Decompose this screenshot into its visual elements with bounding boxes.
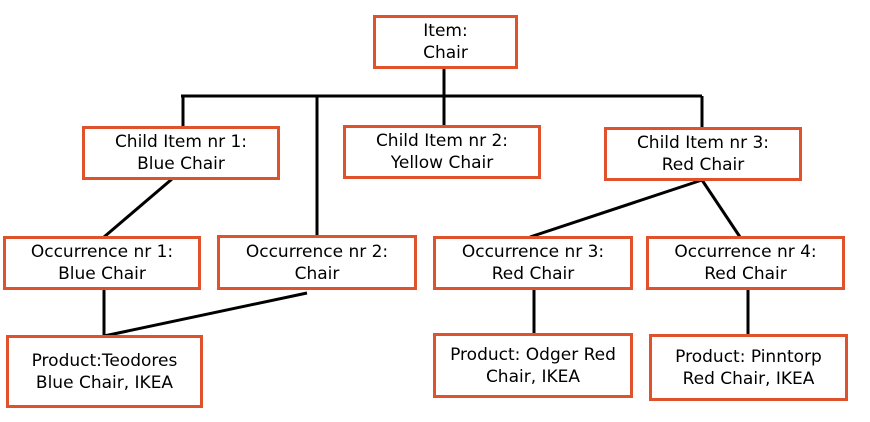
node-child-item-2-line1: Child Item nr 2: [375, 131, 509, 151]
node-occurrence-4-line2: Red Chair [704, 264, 787, 284]
node-product-odger: Product: Odger Red Chair, IKEA [433, 333, 633, 398]
connector-child1-occ1 [103, 177, 173, 239]
node-child-item-1: Child Item nr 1: Blue Chair [82, 126, 280, 180]
node-child-item-3-line1: Child Item nr 3: [636, 133, 770, 153]
node-child-item-2-line2: Yellow Chair [390, 153, 494, 173]
connector-child3-occ3 [529, 178, 703, 239]
node-product-teodores-line1: Product:Teodores [31, 350, 178, 371]
node-item-chair-line1: Item: [423, 21, 468, 41]
node-product-odger-line1: Product: Odger Red [450, 344, 616, 365]
node-occurrence-4-line1: Occurrence nr 4: [674, 242, 817, 262]
node-occurrence-2-line2: Chair [294, 263, 340, 284]
node-occurrence-3-line2: Red Chair [491, 264, 575, 284]
node-occurrence-3: Occurrence nr 3: Red Chair [433, 236, 633, 290]
connector-occ2-prod1 [103, 291, 308, 338]
node-product-teodores-line2: Blue Chair, IKEA [35, 372, 174, 393]
node-item-chair: Item: Chair [373, 15, 518, 69]
node-occurrence-1-line2: Blue Chair [58, 264, 146, 284]
node-occurrence-1: Occurrence nr 1: Blue Chair [3, 236, 201, 290]
node-product-teodores: Product:Teodores Blue Chair, IKEA [6, 335, 203, 408]
node-child-item-1-line1: Child Item nr 1: [114, 132, 248, 152]
node-occurrence-3-line1: Occurrence nr 3: [461, 242, 605, 262]
node-child-item-1-line2: Blue Chair [137, 154, 225, 174]
node-occurrence-2: Occurrence nr 2: Chair [217, 235, 417, 290]
node-occurrence-4: Occurrence nr 4: Red Chair [646, 236, 845, 290]
node-product-pinntorp-line2: Red Chair, IKEA [682, 368, 815, 389]
node-occurrence-1-line1: Occurrence nr 1: [30, 242, 174, 262]
connector-child3-occ4 [700, 179, 742, 238]
node-product-odger-line2: Chair, IKEA [485, 366, 581, 387]
node-child-item-3: Child Item nr 3: Red Chair [604, 127, 802, 181]
node-item-chair-line2: Chair [423, 43, 468, 63]
node-occurrence-2-line1: Occurrence nr 2: [245, 241, 389, 262]
node-product-pinntorp: Product: Pinntorp Red Chair, IKEA [649, 334, 848, 401]
node-product-pinntorp-line1: Product: Pinntorp [675, 346, 822, 367]
node-child-item-2: Child Item nr 2: Yellow Chair [343, 125, 541, 179]
node-child-item-3-line2: Red Chair [661, 155, 745, 175]
